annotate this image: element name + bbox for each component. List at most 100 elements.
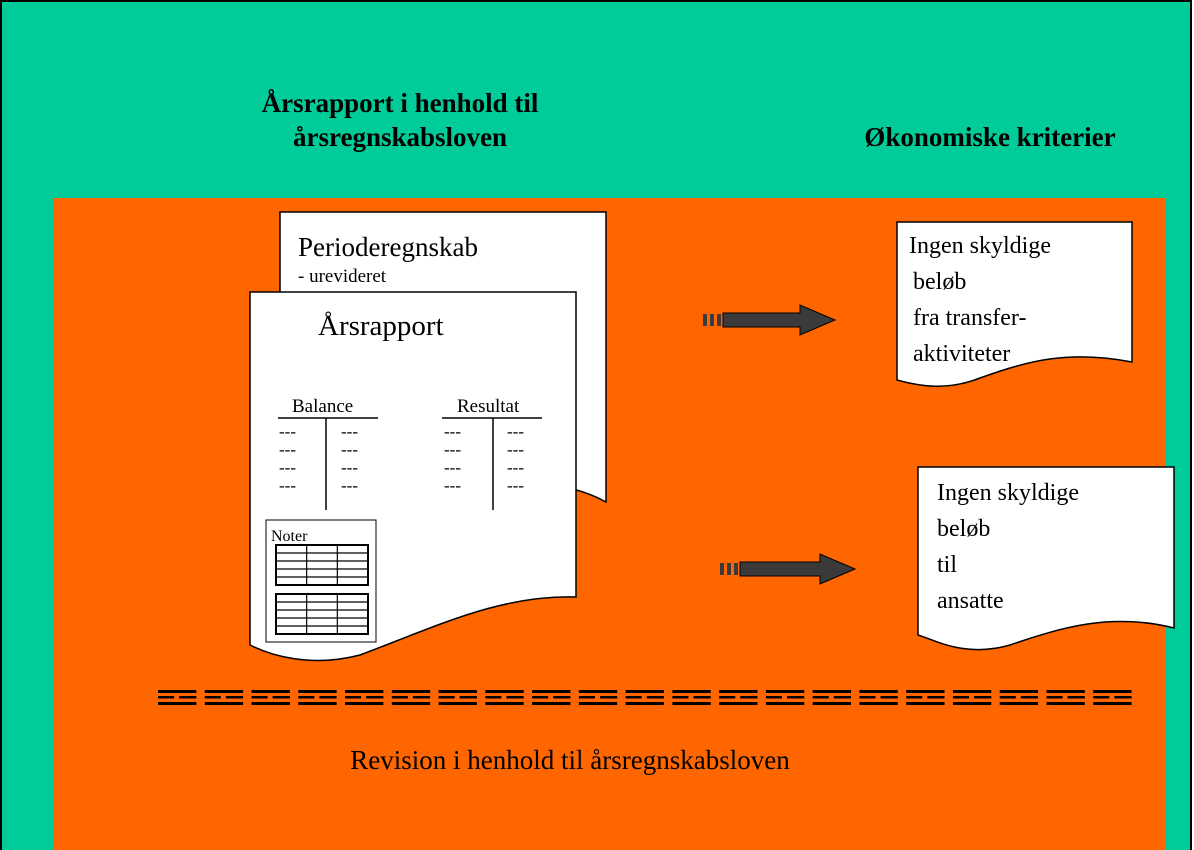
criterion-2-line-2: beløb (937, 516, 990, 542)
criterion-1-line-3: fra transfer- (913, 305, 1026, 331)
separator-dash-mid-a (578, 696, 595, 699)
result-label: Resultat (457, 396, 520, 417)
balance-dash-0-1: --- (341, 422, 358, 441)
separator-dash-bottom (952, 702, 992, 705)
balance-dash-3-0: --- (279, 476, 296, 495)
separator-dash-bottom (485, 702, 524, 705)
separator-dash-mid-b (646, 696, 664, 699)
separator-dash-mid-a (532, 696, 549, 699)
arrow-2-body (739, 553, 857, 585)
separator-dash-bottom (672, 702, 711, 705)
separator-dash-bottom (906, 702, 945, 705)
front-document-title: Årsrapport (318, 310, 444, 342)
arrow-1-tail-bar-b (710, 314, 714, 326)
separator-dash-bottom (158, 702, 197, 705)
separator-dash-bottom (298, 702, 337, 705)
separator-dash-bottom (812, 702, 852, 705)
separator-dash-top (158, 690, 197, 693)
balance-dash-1-0: --- (279, 440, 296, 459)
criterion-2-line-1: Ingen skyldige (937, 480, 1079, 506)
criterion-note-1: Ingen skyldige beløb fra transfer- aktiv… (896, 221, 1133, 387)
separator-dash-mid-b (786, 696, 805, 699)
balance-dash-lines: ------------------------ (279, 422, 358, 495)
separator-dash-top (251, 690, 290, 693)
separator-dash-mid-a (298, 696, 315, 699)
separator-dash-mid-b (927, 696, 945, 699)
separator-dash-mid-a (485, 696, 502, 699)
separator-dash-mid-b (412, 696, 431, 699)
balance-dash-1-1: --- (341, 440, 358, 459)
arrow-1-body (722, 304, 837, 336)
arrow-2 (720, 553, 857, 585)
criterion-2-line-3: til (937, 552, 957, 578)
back-document-subtitle: - urevideret (298, 266, 387, 287)
arrow-1-tail-bar-a (703, 314, 707, 326)
separator-dash-mid-a (952, 696, 970, 699)
separator-dash-mid-a (1046, 696, 1063, 699)
result-dash-3-0: --- (444, 476, 461, 495)
footer-text: Revision i henhold til årsregnskabsloven (350, 745, 790, 775)
criterion-2-line-4: ansatte (937, 588, 1004, 614)
separator-dash-top (485, 690, 524, 693)
separator-dash-top (719, 690, 758, 693)
separator-dash-top (532, 690, 571, 693)
separator-dash-bottom (859, 702, 898, 705)
separator-dash-mid-b (1067, 696, 1085, 699)
notes-table-2 (275, 593, 369, 635)
separator-dash-mid-a (906, 696, 923, 699)
balance-label: Balance (292, 396, 353, 417)
separator-dash-top (345, 690, 384, 693)
separator-dash-mid-b (599, 696, 618, 699)
result-dash-lines: ------------------------ (444, 422, 524, 495)
separator-dash-top (859, 690, 898, 693)
balance-dash-0-0: --- (279, 422, 296, 441)
result-dash-0-0: --- (444, 422, 461, 441)
arrow-1-tail-bar-c (717, 314, 721, 326)
result-dash-3-1: --- (507, 476, 524, 495)
balance-dash-2-1: --- (341, 458, 358, 477)
separator-dash-bottom (1093, 702, 1132, 705)
criterion-1-line-4: aktiviteter (913, 341, 1010, 367)
separator-dash-bottom (532, 702, 571, 705)
result-dash-1-0: --- (444, 440, 461, 459)
separator-dash-bottom (251, 702, 290, 705)
notes-tables (275, 544, 369, 635)
criterion-1-line-2: beløb (913, 269, 966, 295)
balance-dash-3-1: --- (341, 476, 358, 495)
separator-dash-bottom (438, 702, 477, 705)
separator-dash-top (578, 690, 618, 693)
separator-dash-top (391, 690, 431, 693)
arrow-1 (703, 304, 837, 336)
right-header: Økonomiske kriterier (864, 122, 1116, 152)
separator-dash-mid-b (880, 696, 898, 699)
dashed-separator (158, 690, 1132, 705)
separator-dash-mid-b (506, 696, 524, 699)
left-header: Årsrapport i henhold til årsregnskabslov… (180, 86, 620, 154)
separator-dash-top (625, 690, 664, 693)
separator-dash-mid-b (833, 696, 852, 699)
separator-dash-mid-a (672, 696, 689, 699)
separator-dash-bottom (625, 702, 664, 705)
separator-dash-mid-b (740, 696, 758, 699)
criterion-note-1-shape (896, 221, 1133, 387)
separator-dash-mid-a (204, 696, 221, 699)
result-dash-2-0: --- (444, 458, 461, 477)
result-dash-2-1: --- (507, 458, 524, 477)
result-dash-0-1: --- (507, 422, 524, 441)
separator-dash-bottom (391, 702, 431, 705)
separator-dash-mid-a (812, 696, 829, 699)
balance-dash-2-0: --- (279, 458, 296, 477)
arrow-2-tail-bar-a (720, 563, 724, 575)
separator-dash-bottom (719, 702, 758, 705)
separator-dash-top (672, 690, 711, 693)
separator-dash-mid-b (319, 696, 337, 699)
separator-dash-top (1093, 690, 1132, 693)
separator-dash-mid-a (438, 696, 455, 699)
separator-dash-mid-b (272, 696, 290, 699)
separator-dash-mid-b (1020, 696, 1039, 699)
separator-dash-mid-b (974, 696, 992, 699)
criterion-1-line-1: Ingen skyldige (909, 233, 1051, 259)
notes-table-1 (275, 544, 369, 586)
